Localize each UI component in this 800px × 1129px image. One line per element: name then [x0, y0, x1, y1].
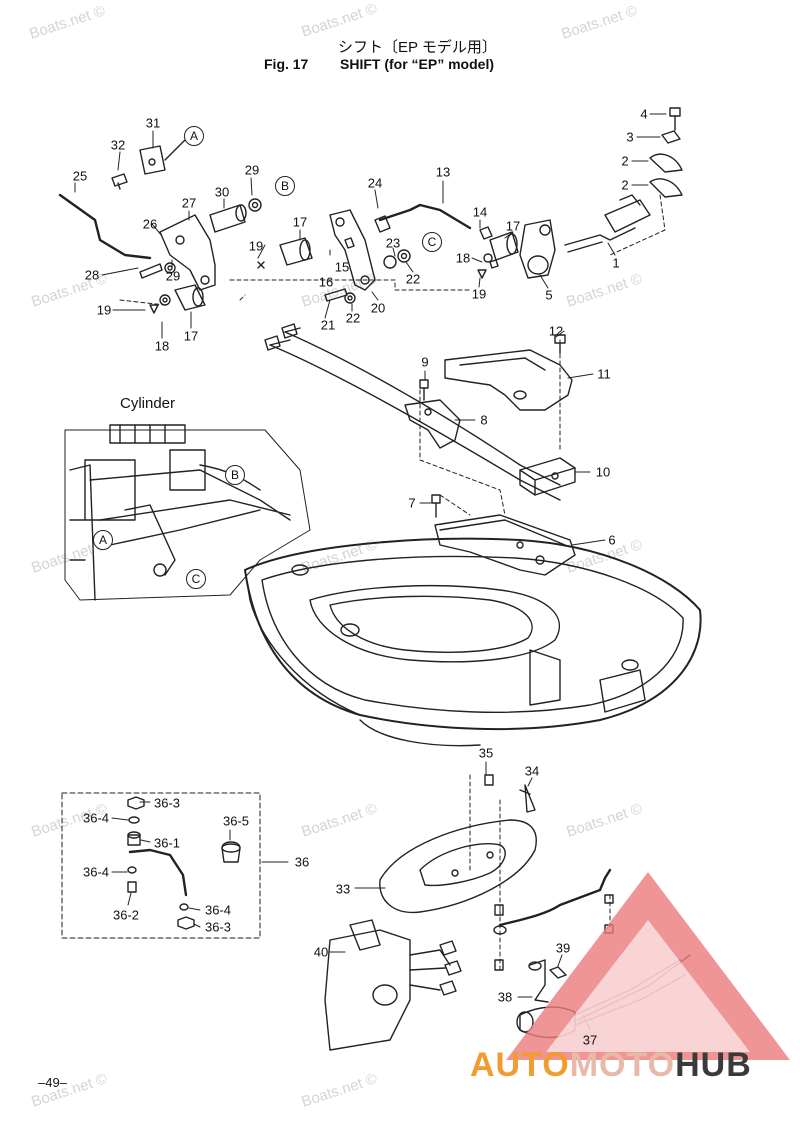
brand-logo: AUTOMOTOHUB — [470, 1046, 752, 1085]
part-1-cable — [564, 194, 651, 253]
part-25-rod — [58, 193, 152, 260]
callout-13[interactable]: 13 — [435, 164, 451, 180]
callout-29[interactable]: 29 — [244, 162, 260, 178]
callout-36-4[interactable]: 36-4 — [82, 810, 110, 826]
callout-19[interactable]: 19 — [248, 238, 264, 254]
lower-cowling — [244, 537, 702, 747]
shift-cables — [264, 323, 561, 501]
callout-8[interactable]: 8 — [480, 412, 488, 428]
callout-28[interactable]: 28 — [84, 267, 100, 283]
callout-33[interactable]: 33 — [335, 881, 351, 897]
callout-21[interactable]: 21 — [320, 317, 336, 333]
callout-3[interactable]: 3 — [626, 129, 634, 145]
callout-36-3[interactable]: 36-3 — [153, 795, 181, 811]
callout-22[interactable]: 22 — [345, 310, 361, 326]
callout-14[interactable]: 14 — [472, 204, 488, 220]
small-hardware — [139, 226, 499, 314]
brand-part-moto: MOTO — [569, 1046, 676, 1084]
part-36-kit-box — [61, 792, 261, 939]
callout-17[interactable]: 17 — [505, 218, 521, 234]
brand-part-auto: AUTO — [470, 1046, 570, 1084]
part-31-bracket — [111, 139, 186, 190]
callout-35[interactable]: 35 — [478, 745, 494, 761]
callout-38[interactable]: 38 — [497, 989, 513, 1005]
callout-2[interactable]: 2 — [621, 177, 629, 193]
part-10-block — [519, 457, 576, 496]
callout-36-3[interactable]: 36-3 — [204, 919, 232, 935]
callout-22[interactable]: 22 — [405, 271, 421, 287]
callout-31[interactable]: 31 — [145, 115, 161, 131]
callout-32[interactable]: 32 — [110, 137, 126, 153]
callout-23[interactable]: 23 — [385, 235, 401, 251]
reference-marker-a[interactable]: A — [93, 530, 113, 550]
callout-36-2[interactable]: 36-2 — [112, 907, 140, 923]
callout-10[interactable]: 10 — [595, 464, 611, 480]
part-30-collar — [209, 198, 262, 233]
callout-39[interactable]: 39 — [555, 940, 571, 956]
callout-17[interactable]: 17 — [183, 328, 199, 344]
callout-leaders — [74, 113, 667, 1031]
part-17-bushings — [159, 231, 519, 311]
part-13-rod — [378, 203, 472, 230]
reference-marker-a[interactable]: A — [184, 126, 204, 146]
callout-11[interactable]: 11 — [597, 366, 611, 382]
part-36-kit — [127, 796, 241, 930]
callout-15[interactable]: 15 — [334, 259, 350, 275]
reference-marker-b[interactable]: B — [225, 465, 245, 485]
figure-title-japanese: シフト〔EP モデル用〕 — [338, 39, 497, 56]
reference-marker-c[interactable]: C — [422, 232, 442, 252]
callout-17[interactable]: 17 — [292, 214, 308, 230]
part-33-shell — [379, 774, 537, 914]
callout-40[interactable]: 40 — [313, 944, 329, 960]
callout-4[interactable]: 4 — [640, 106, 648, 122]
callout-26[interactable]: 26 — [142, 216, 158, 232]
callout-30[interactable]: 30 — [214, 184, 230, 200]
callout-19[interactable]: 19 — [96, 302, 112, 318]
page-number: –49– — [38, 1075, 67, 1090]
callout-9[interactable]: 9 — [421, 354, 429, 370]
callout-7[interactable]: 7 — [408, 495, 416, 511]
callout-6[interactable]: 6 — [608, 532, 616, 548]
callout-19[interactable]: 19 — [471, 286, 487, 302]
callout-29[interactable]: 29 — [165, 268, 181, 284]
part-6-base — [431, 494, 576, 576]
brand-logo-triangle — [506, 872, 790, 1060]
callout-18[interactable]: 18 — [154, 338, 170, 354]
callout-20[interactable]: 20 — [370, 300, 386, 316]
callout-2[interactable]: 2 — [621, 153, 629, 169]
part-27-lever — [159, 214, 216, 291]
callout-36-1[interactable]: 36-1 — [153, 835, 181, 851]
callout-27[interactable]: 27 — [181, 195, 197, 211]
callout-36-4[interactable]: 36-4 — [204, 902, 232, 918]
reference-marker-c[interactable]: C — [186, 569, 206, 589]
callout-12[interactable]: 12 — [548, 323, 564, 339]
figure-number: Fig. 17 — [264, 56, 309, 72]
figure-title: SHIFT (for “EP” model) — [340, 56, 494, 72]
callout-18[interactable]: 18 — [455, 250, 471, 266]
part-20-arm — [329, 209, 391, 291]
callout-36[interactable]: 36 — [294, 854, 310, 870]
callout-36-4[interactable]: 36-4 — [82, 864, 110, 880]
reference-marker-b[interactable]: B — [275, 176, 295, 196]
inset-label-cylinder: Cylinder — [120, 395, 176, 412]
callout-1[interactable]: 1 — [612, 255, 620, 271]
part-8-plate — [404, 379, 461, 449]
callout-25[interactable]: 25 — [72, 168, 88, 184]
callout-5[interactable]: 5 — [545, 287, 553, 303]
callout-16[interactable]: 16 — [318, 274, 334, 290]
callout-36-5[interactable]: 36-5 — [222, 813, 250, 829]
callout-34[interactable]: 34 — [524, 763, 540, 779]
part-5-bracket — [519, 219, 556, 279]
callout-37[interactable]: 37 — [582, 1032, 598, 1048]
clamp-hardware — [649, 107, 683, 198]
brand-part-hub: HUB — [675, 1046, 752, 1084]
part-40-remote — [324, 919, 462, 1051]
part-11-cover — [444, 334, 573, 411]
callout-24[interactable]: 24 — [367, 175, 383, 191]
